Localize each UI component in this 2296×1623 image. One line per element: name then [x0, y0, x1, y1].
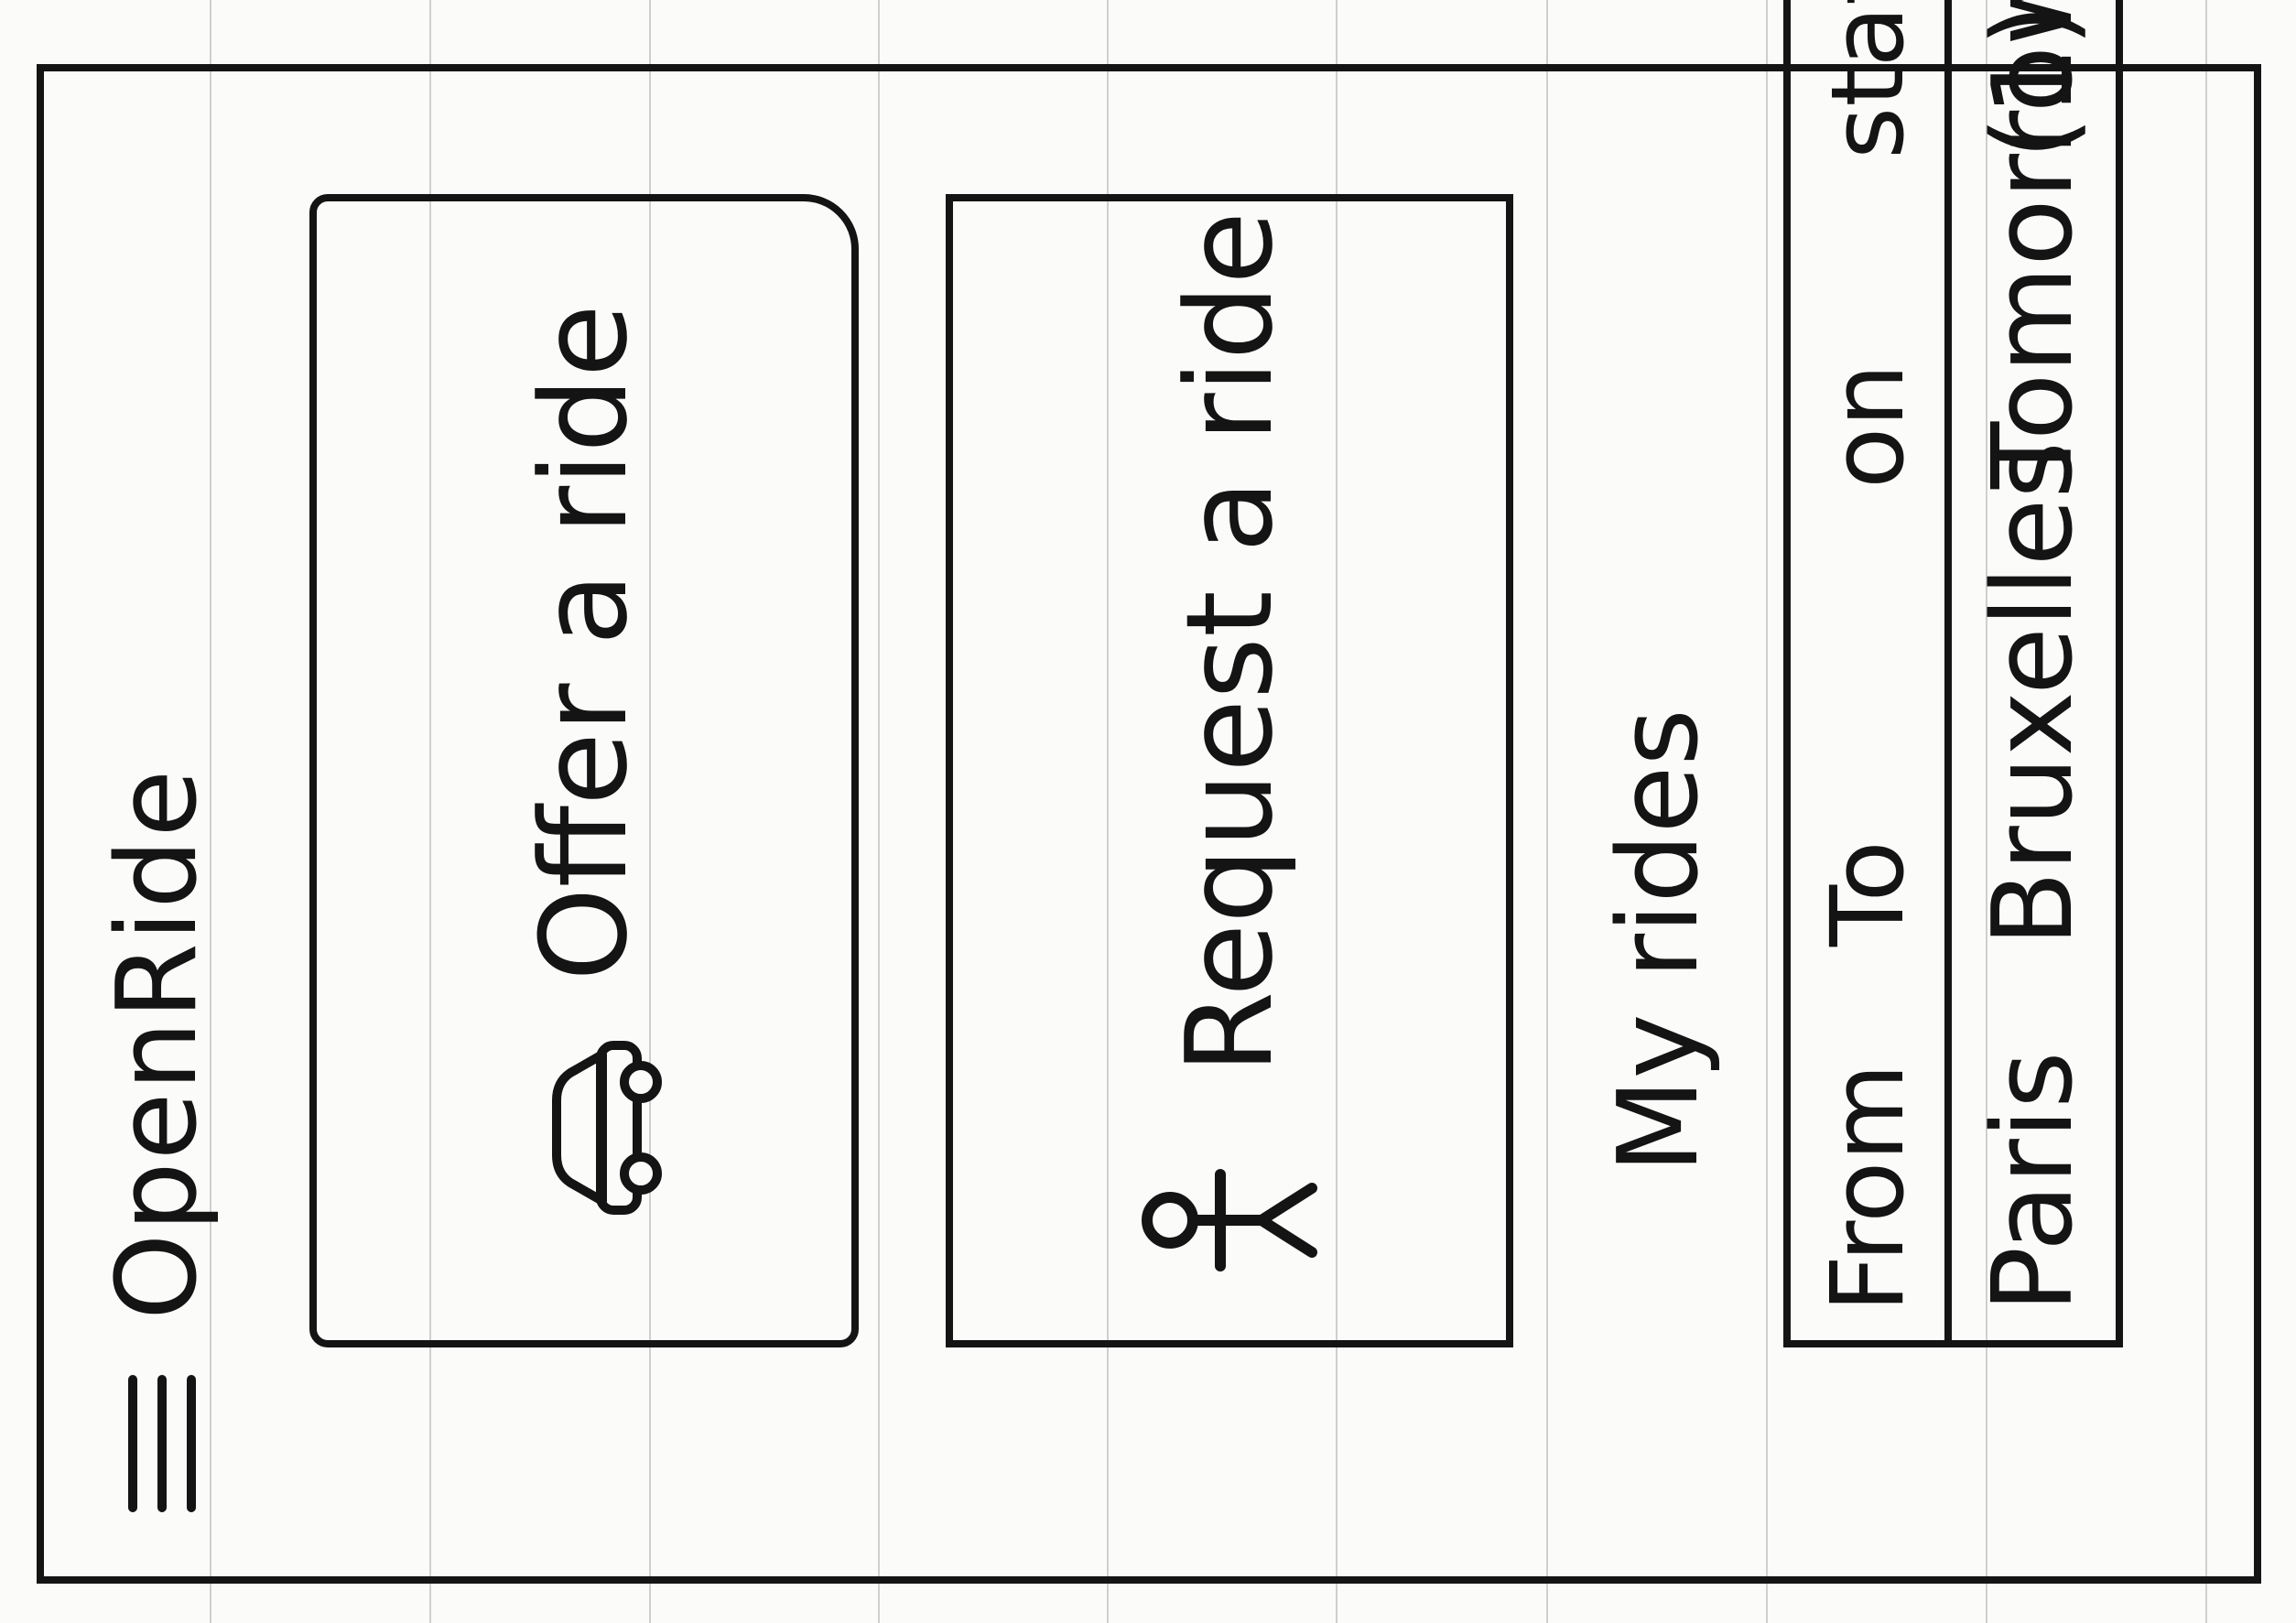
request-ride-label: Request a ride	[1160, 211, 1299, 1075]
column-header-from: From	[1787, 974, 1948, 1344]
ride-date: Tomorrow	[1970, 0, 2097, 489]
person-icon	[1120, 1110, 1339, 1330]
ride-status: (1)	[1970, 4, 2097, 159]
menu-icon[interactable]	[108, 1375, 218, 1512]
column-header-to: To	[1787, 516, 1948, 974]
offer-ride-label: Offer a ride	[514, 304, 654, 981]
ride-from: Paris	[1970, 1051, 2097, 1313]
app-title: OpenRide	[94, 767, 222, 1320]
table-row[interactable]: Paris Bruxelles Tomorrow (1)	[1948, 0, 2119, 1344]
my-rides-table: From To on status Paris Bruxelles Tomorr…	[1783, 0, 2123, 1347]
ride-to: Bruxelles	[1970, 441, 2097, 947]
app-screen: OpenRide Offer a ride Request a ride My …	[37, 0, 2261, 1584]
my-rides-heading: My rides	[1596, 709, 1723, 1174]
request-ride-button[interactable]: Request a ride	[946, 194, 1513, 1347]
column-header-on: on	[1787, 187, 1948, 516]
app-header: OpenRide	[44, 71, 273, 1576]
table-header-row: From To on status	[1787, 0, 1948, 1344]
car-icon	[474, 1018, 694, 1238]
column-header-status: status	[1787, 0, 1948, 187]
offer-ride-button[interactable]: Offer a ride	[309, 194, 859, 1347]
